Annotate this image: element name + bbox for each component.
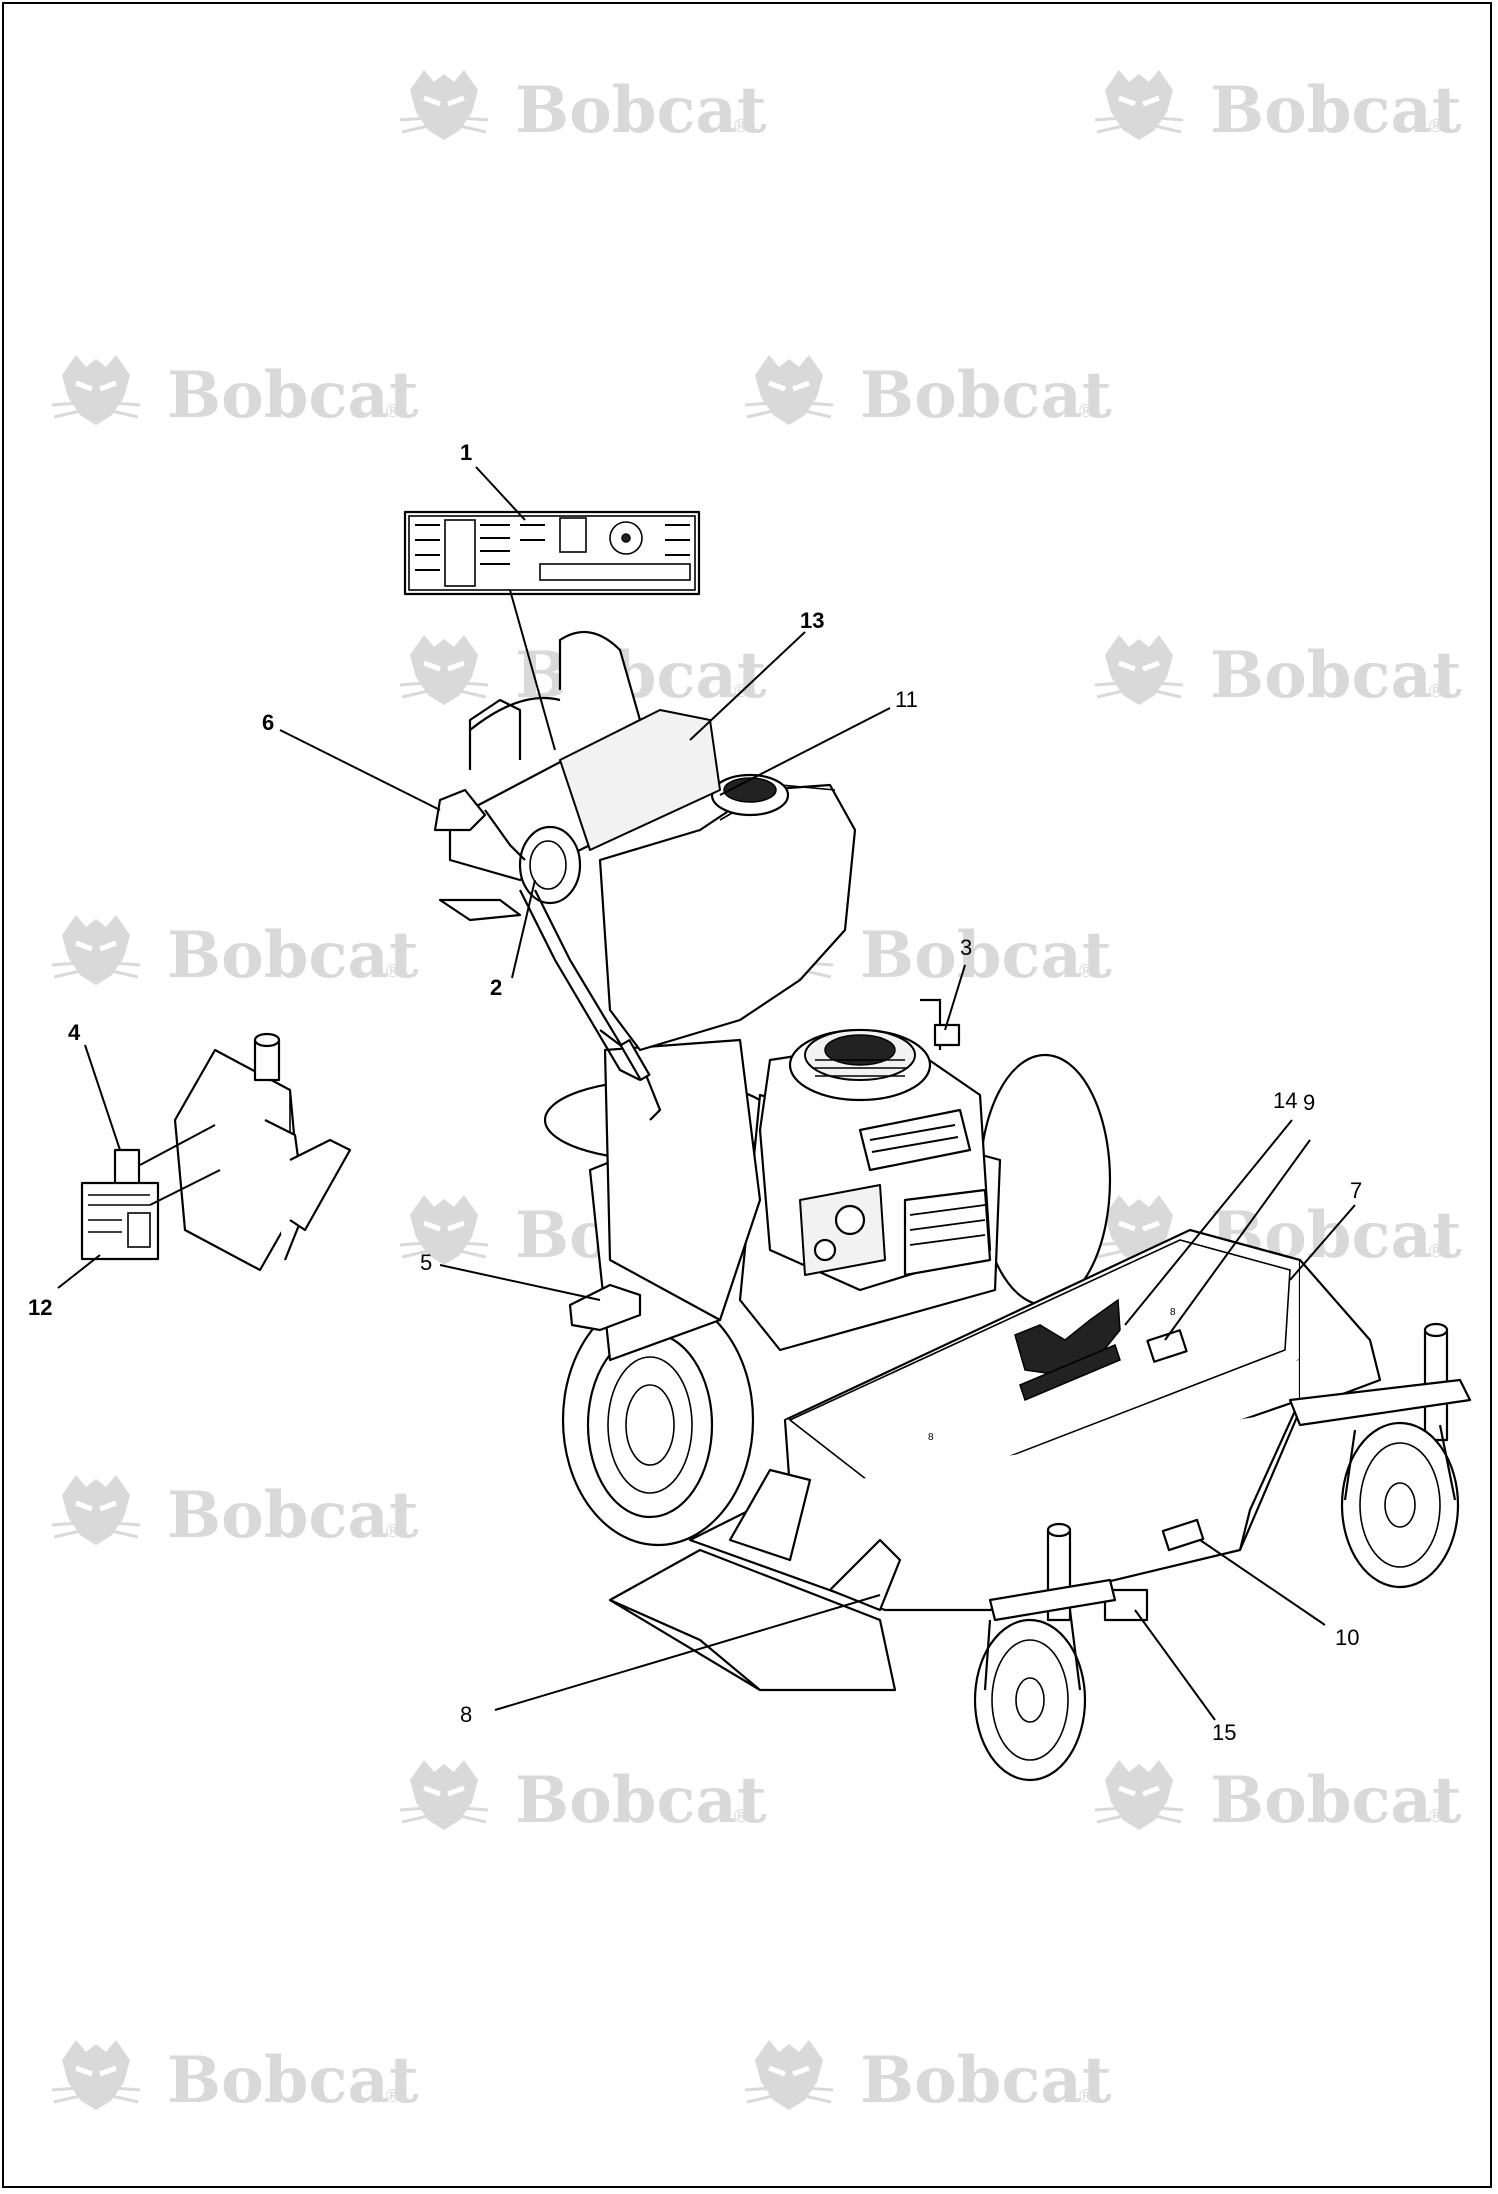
discharge-chute bbox=[608, 1468, 902, 1692]
bobcat-watermark: Bobcat® bbox=[52, 355, 419, 433]
caster-wheel-front bbox=[973, 1522, 1117, 1782]
bobcat-watermark: Bobcat® bbox=[400, 635, 767, 713]
bobcat-watermark: Bobcat® bbox=[745, 915, 1112, 993]
watermark-registered-mark: ® bbox=[732, 116, 750, 137]
callout-9: 9 bbox=[1303, 1090, 1315, 1115]
callout-14: 14 bbox=[1273, 1088, 1297, 1113]
mower-deck: 8 8 bbox=[688, 1228, 1382, 1622]
callout-13: 13 bbox=[800, 608, 824, 633]
bobcat-watermark: Bobcat® bbox=[400, 1760, 767, 1838]
bobcat-logo-icon bbox=[400, 1195, 488, 1265]
svg-text:8: 8 bbox=[1170, 1307, 1176, 1318]
bobcat-logo-icon bbox=[745, 355, 833, 425]
watermark-registered-mark: ® bbox=[384, 961, 402, 982]
bobcat-logo-icon bbox=[400, 1760, 488, 1830]
watermark-registered-mark: ® bbox=[732, 1806, 750, 1827]
callout-6: 6 bbox=[262, 710, 274, 735]
engine bbox=[758, 998, 992, 1292]
callout-10: 10 bbox=[1335, 1625, 1359, 1650]
watermark-registered-mark: ® bbox=[384, 2086, 402, 2107]
callout-1: 1 bbox=[460, 440, 472, 465]
watermark-text: Bobcat bbox=[515, 1763, 767, 1838]
inset-tank-decals bbox=[80, 1032, 352, 1272]
callout-2: 2 bbox=[490, 975, 502, 1000]
watermark-text: Bobcat bbox=[1210, 1763, 1462, 1838]
decal-1-control-panel bbox=[403, 510, 701, 596]
bobcat-watermark: Bobcat® bbox=[745, 355, 1112, 433]
watermark-registered-mark: ® bbox=[1077, 2086, 1095, 2107]
callout-15: 15 bbox=[1212, 1720, 1236, 1745]
bobcat-watermark: Bobcat® bbox=[52, 915, 419, 993]
watermark-registered-mark: ® bbox=[1427, 1806, 1445, 1827]
decal-12 bbox=[80, 1181, 160, 1261]
watermark-registered-mark: ® bbox=[384, 1521, 402, 1542]
bobcat-logo-icon bbox=[745, 2040, 833, 2110]
watermark-text: Bobcat bbox=[167, 1478, 419, 1553]
handlebar-assembly bbox=[433, 630, 721, 1121]
watermark-registered-mark: ® bbox=[384, 401, 402, 422]
callout-7: 7 bbox=[1350, 1178, 1362, 1203]
decal-9 bbox=[1146, 1329, 1188, 1363]
bobcat-watermark: Bobcat® bbox=[400, 70, 767, 148]
bobcat-watermark: Bobcat® bbox=[52, 1475, 419, 1553]
bobcat-watermark: Bobcat® bbox=[1095, 1760, 1462, 1838]
watermark-text: Bobcat bbox=[515, 638, 767, 713]
watermark-text: Bobcat bbox=[167, 918, 419, 993]
leader-lines bbox=[57, 466, 1356, 1721]
watermark-text: Bobcat bbox=[1210, 638, 1462, 713]
deck-bobcat-logo-decal bbox=[1014, 1298, 1121, 1402]
bobcat-watermark: Bobcat® bbox=[745, 2040, 1112, 2118]
watermark-text: Bobcat bbox=[860, 918, 1112, 993]
bobcat-logo-icon bbox=[1095, 635, 1183, 705]
watermark-layer: Bobcat®Bobcat®Bobcat®Bobcat®Bobcat®Bobca… bbox=[52, 70, 1462, 2118]
bobcat-logo-icon bbox=[52, 2040, 140, 2110]
bobcat-watermark: Bobcat® bbox=[1095, 635, 1462, 713]
callout-8: 8 bbox=[460, 1702, 472, 1727]
callout-5: 5 bbox=[420, 1250, 432, 1275]
watermark-text: Bobcat bbox=[167, 358, 419, 433]
bobcat-logo-icon bbox=[400, 70, 488, 140]
watermark-registered-mark: ® bbox=[1077, 401, 1095, 422]
bobcat-logo-icon bbox=[52, 915, 140, 985]
fuel-tank bbox=[598, 773, 857, 1052]
bobcat-logo-icon bbox=[52, 355, 140, 425]
watermark-text: Bobcat bbox=[1210, 73, 1462, 148]
callout-4: 4 bbox=[68, 1020, 81, 1045]
watermark-text: Bobcat bbox=[167, 2043, 419, 2118]
caster-wheel-right bbox=[1288, 1322, 1472, 1589]
bobcat-logo-icon bbox=[52, 1475, 140, 1545]
watermark-registered-mark: ® bbox=[1077, 961, 1095, 982]
callout-11: 11 bbox=[895, 687, 918, 712]
callout-labels: 1 2 3 4 5 6 7 8 9 10 11 12 13 14 15 bbox=[28, 440, 1362, 1745]
mower-illustration: 8 8 bbox=[433, 630, 1472, 1782]
callout-3: 3 bbox=[960, 935, 972, 960]
watermark-registered-mark: ® bbox=[1427, 1241, 1445, 1262]
bobcat-watermark: Bobcat® bbox=[52, 2040, 419, 2118]
decal-10 bbox=[1161, 1518, 1205, 1552]
watermark-text: Bobcat bbox=[860, 2043, 1112, 2118]
bobcat-watermark: Bobcat® bbox=[1095, 70, 1462, 148]
bobcat-logo-icon bbox=[1095, 1760, 1183, 1830]
bobcat-logo-icon bbox=[1095, 70, 1183, 140]
bobcat-logo-icon bbox=[400, 635, 488, 705]
watermark-text: Bobcat bbox=[515, 73, 767, 148]
watermark-text: Bobcat bbox=[860, 358, 1112, 433]
callout-12: 12 bbox=[28, 1295, 52, 1320]
svg-text:8: 8 bbox=[928, 1432, 934, 1443]
watermark-registered-mark: ® bbox=[1427, 681, 1445, 702]
watermark-registered-mark: ® bbox=[1427, 116, 1445, 137]
